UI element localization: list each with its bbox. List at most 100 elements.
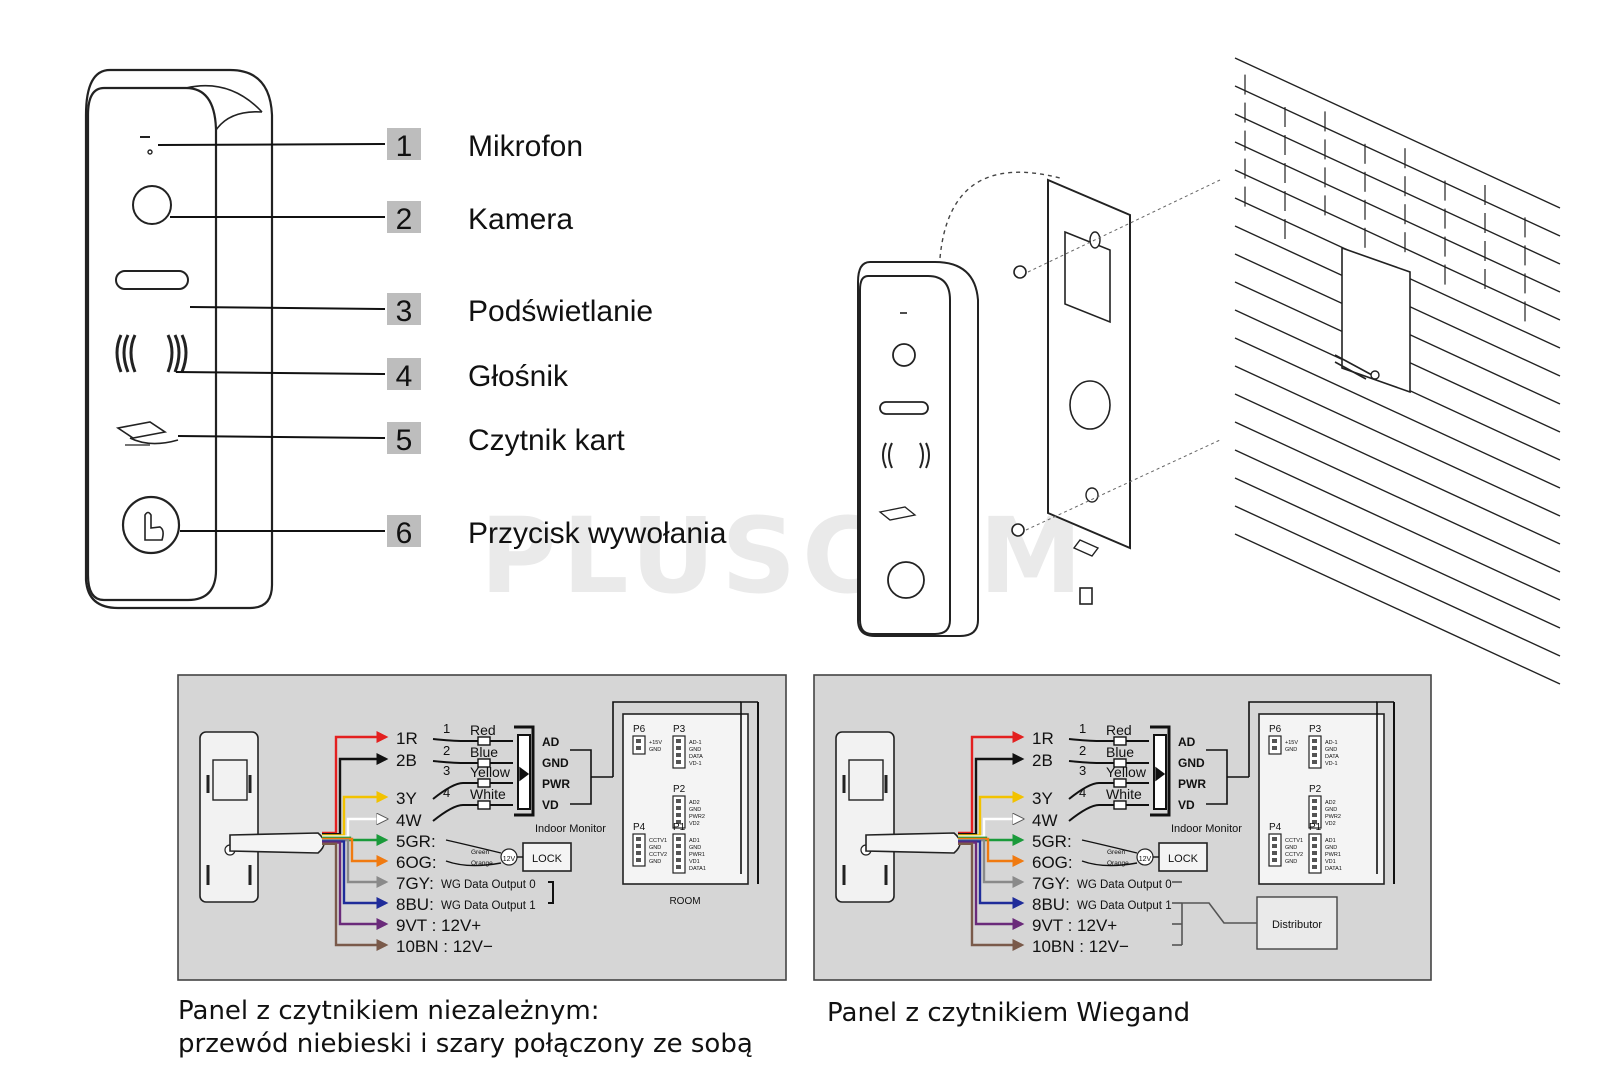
watermark: PLUSCOM [480, 495, 1089, 617]
lock-wire-orange-standalone [445, 860, 502, 867]
legend-number-box-6 [387, 515, 421, 547]
connector-name-standalone-3: Yellow [470, 764, 511, 780]
monitor-loop-standalone [612, 701, 741, 777]
wire-label-wiegand-2: 2B [1032, 751, 1053, 770]
wire-wiegand-10 [958, 842, 1025, 951]
wire-label-standalone-3: 3Y [396, 789, 417, 808]
wire-label-standalone-8: 8BU: [396, 895, 434, 914]
wire-label-standalone-7: 7GY: [396, 874, 434, 893]
mount-button [887, 561, 925, 599]
room-pin-wiegand [1312, 739, 1317, 743]
backlight-bar [115, 270, 189, 290]
terminal-label-standalone-4: VD [542, 798, 559, 812]
connector-wire-wiegand-4 [1068, 804, 1114, 822]
room-pin-wiegand [1312, 813, 1317, 817]
connector-num-standalone-3: 3 [443, 763, 450, 778]
lock-volt-standalone: 12V [503, 856, 516, 863]
wire-label-wiegand-10: 10BN : 12V− [1032, 937, 1129, 956]
room-pin-wiegand [1272, 739, 1277, 743]
room-pin-label-standalone-2-1: AD-1 [689, 740, 702, 746]
room-pin-wiegand [1312, 844, 1317, 848]
mount-camera [892, 343, 916, 367]
room-pin-standalone [676, 865, 681, 869]
room-pin-label-wiegand-4-2: GND [1285, 845, 1297, 851]
wire-label-wiegand-1: 1R [1032, 729, 1054, 748]
outdoor-unit-standalone [199, 731, 259, 903]
room-pin-standalone [636, 858, 641, 862]
mount-backlight [879, 401, 929, 415]
lock-bracket [1072, 539, 1100, 557]
speaker-wave-left [115, 334, 123, 373]
cable-2 [1334, 361, 1367, 380]
room-pin-label-standalone-5-3: PWR1 [689, 852, 705, 858]
connector-wire-wiegand-2 [1068, 760, 1114, 764]
room-pin-wiegand [1272, 746, 1277, 750]
room-pin-label-standalone-5-2: GND [689, 845, 701, 851]
cable-boot-wiegand [865, 832, 961, 854]
room-pin-label-standalone-4-2: GND [649, 845, 661, 851]
room-pin-label-wiegand-5-3: PWR1 [1325, 852, 1341, 858]
wire-desc-wiegand-7: WG Data Output 0 [1077, 879, 1172, 891]
terminal-label-wiegand-2: GND [1178, 756, 1205, 770]
speaker-wave-left [129, 334, 137, 373]
room-pin-label-standalone-3-3: PWR2 [689, 814, 705, 820]
distributor-link [1182, 902, 1257, 924]
connector-wire-standalone-3 [432, 782, 478, 800]
distributor-label: Distributor [1272, 919, 1322, 931]
legend-number-3: 3 [396, 295, 413, 328]
room-pin-label-wiegand-5-2: GND [1325, 845, 1337, 851]
connector-num-standalone-1: 1 [443, 721, 450, 736]
terminal-label-wiegand-1: AD [1178, 735, 1196, 749]
legend-label-2: Kamera [468, 203, 573, 236]
room-pin-wiegand [1272, 837, 1277, 841]
wall-line [1234, 169, 1561, 321]
room-pin-wiegand [1312, 760, 1317, 764]
legend-number-5: 5 [396, 424, 413, 457]
wire-desc-wiegand-8: WG Data Output 1 [1077, 900, 1172, 912]
room-port-name-standalone-3: P2 [673, 784, 686, 795]
terminal-label-standalone-3: PWR [542, 777, 570, 791]
mount-arc [939, 171, 1061, 259]
legend-number-box-5 [387, 422, 421, 454]
terminal-label-standalone-1: AD [542, 735, 560, 749]
room-pin-label-wiegand-4-4: GND [1285, 859, 1297, 865]
indoor-monitor-label-wiegand: Indoor Monitor [1171, 823, 1242, 835]
card-reader-icon [115, 421, 168, 439]
connector-name-wiegand-2: Blue [1106, 744, 1134, 760]
room-port-box-standalone-1 [632, 735, 646, 755]
mount-wave-l [888, 442, 893, 469]
room-pin-wiegand [1272, 858, 1277, 862]
connector-wire-standalone-1 [432, 738, 478, 742]
wire-label-standalone-1: 1R [396, 729, 418, 748]
screw-bottom [1011, 523, 1025, 537]
room-pin-label-wiegand-3-1: AD2 [1325, 800, 1336, 806]
connector-name-wiegand-1: Red [1106, 722, 1132, 738]
wire-label-wiegand-6: 6OG: [1032, 853, 1073, 872]
indoor-monitor-label-standalone: Indoor Monitor [535, 823, 606, 835]
outdoor-unit-window-standalone [212, 759, 248, 801]
connector-wire-standalone-2 [432, 760, 478, 764]
microphone-dot [147, 149, 153, 155]
room-pin-standalone [636, 746, 641, 750]
bridge-grey-blue [548, 881, 554, 904]
lock-wire-green-standalone [445, 839, 502, 854]
legend-number-box-4 [387, 358, 421, 390]
room-port-name-wiegand-1: P6 [1269, 724, 1282, 735]
lock-label-standalone: LOCK [532, 853, 563, 865]
room-pin-standalone [676, 760, 681, 764]
speaker-wave-left [122, 334, 130, 373]
room-pin-standalone [676, 837, 681, 841]
room-pin-standalone [676, 753, 681, 757]
room-pin-standalone [676, 739, 681, 743]
cable-1 [1334, 354, 1373, 376]
finger-icon [144, 511, 164, 541]
terminal-label-standalone-2: GND [542, 756, 569, 770]
room-pin-label-standalone-3-2: GND [689, 807, 701, 813]
room-pin-label-standalone-1-1: +15V [649, 740, 662, 746]
wire-desc-standalone-8: WG Data Output 1 [441, 900, 536, 912]
connector-num-wiegand-2: 2 [1079, 743, 1086, 758]
room-pin-wiegand [1312, 851, 1317, 855]
legend-label-1: Mikrofon [468, 130, 583, 163]
panel-edge-top [185, 84, 263, 113]
